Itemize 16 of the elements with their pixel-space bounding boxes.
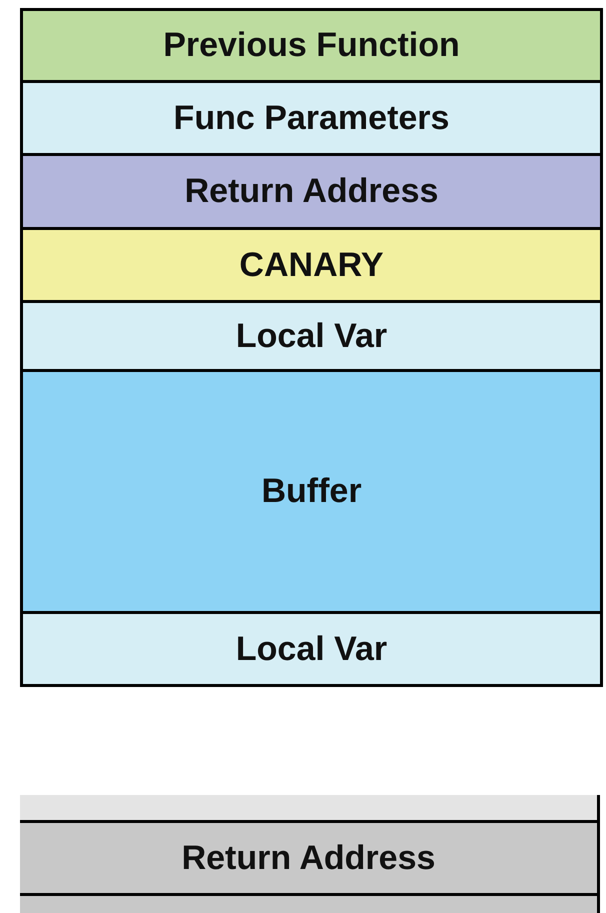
- stack-frame-block: [20, 300, 603, 372]
- block-label: Return Address: [184, 172, 438, 211]
- block-label: Func Parameters: [174, 98, 450, 138]
- stack-frame-block: [20, 369, 603, 614]
- stack-frame-block: [20, 153, 603, 230]
- stack-frame-block: [20, 611, 603, 687]
- block-label: Return Address: [182, 838, 436, 878]
- stack-frame-block: [20, 80, 603, 156]
- block-label: Local Var: [236, 316, 388, 356]
- block-label: Local Var: [236, 630, 388, 668]
- block-label: Previous Function: [163, 26, 460, 65]
- stack-frame-block: [20, 8, 603, 83]
- block-label: CANARY: [239, 246, 384, 284]
- block-label: Buffer: [261, 472, 362, 511]
- stack-frame-block: [20, 227, 603, 303]
- stack-frame-block: [20, 820, 600, 896]
